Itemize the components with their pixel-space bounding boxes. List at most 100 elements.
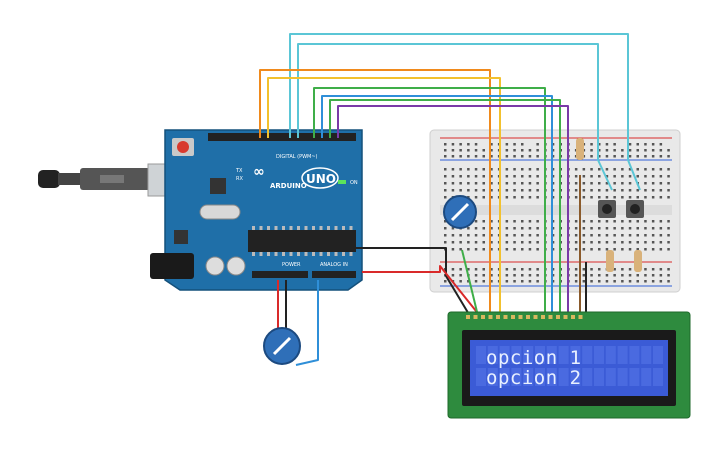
chip-pin: [297, 226, 300, 230]
resistors: [576, 138, 642, 272]
hole: [451, 168, 455, 171]
usb-cable-body: [58, 173, 82, 185]
hole: [574, 196, 578, 199]
hole: [467, 149, 470, 152]
hole: [551, 155, 555, 158]
hole: [521, 182, 524, 185]
hole: [474, 234, 478, 237]
lcd-cell: [487, 368, 498, 386]
hole: [651, 175, 655, 178]
hole: [659, 234, 663, 237]
hole: [590, 155, 593, 158]
push-button-1[interactable]: [598, 200, 616, 218]
hole: [574, 248, 578, 251]
lcd-cell: [535, 368, 545, 386]
hole: [482, 248, 485, 251]
hole: [551, 220, 555, 223]
lcd-cell: [535, 346, 545, 364]
hole: [667, 227, 670, 230]
hole: [613, 227, 616, 230]
hole: [644, 189, 647, 192]
hole: [667, 241, 670, 244]
hole: [667, 220, 670, 223]
hole: [574, 241, 578, 244]
hole: [590, 196, 593, 199]
hole: [459, 248, 462, 251]
chip-pin: [252, 226, 255, 230]
lcd-cell: [523, 368, 534, 386]
hole: [574, 234, 578, 237]
lcd-cell: [499, 368, 510, 386]
hole: [521, 234, 524, 237]
hole: [467, 189, 470, 192]
hole: [474, 268, 478, 271]
hole: [490, 143, 493, 146]
button-2-cap[interactable]: [630, 204, 640, 214]
lcd-pin: [563, 315, 568, 319]
hole: [644, 268, 647, 271]
chip-pin: [349, 252, 353, 256]
chip-pin: [334, 226, 338, 230]
hole: [574, 268, 578, 271]
hole: [482, 196, 485, 199]
hole: [459, 234, 462, 237]
hole: [574, 168, 578, 171]
lcd-pin: [466, 315, 470, 319]
lcd-cell: [511, 368, 522, 386]
hole: [621, 196, 624, 199]
hole: [521, 241, 524, 244]
chip-pin: [274, 252, 278, 256]
chip-pin: [259, 252, 263, 256]
hole: [451, 268, 455, 271]
wire-cyan-1: [289, 33, 641, 191]
wire-green-2: [329, 99, 561, 316]
hole: [474, 155, 478, 158]
hole: [482, 149, 485, 152]
hole: [467, 182, 470, 185]
hole: [598, 182, 601, 185]
hole: [551, 182, 555, 185]
hole: [528, 241, 532, 244]
button-1-cap[interactable]: [602, 204, 612, 214]
hole: [505, 227, 509, 230]
external-potentiometer[interactable]: [263, 327, 301, 365]
hole: [636, 280, 639, 283]
breadboard-potentiometer[interactable]: [443, 195, 477, 229]
lcd-cell: [594, 346, 604, 364]
hole: [536, 168, 539, 171]
hole: [605, 189, 609, 192]
hole: [490, 241, 493, 244]
chip-pin: [342, 226, 345, 230]
lcd-cell: [582, 346, 593, 364]
hole: [459, 268, 462, 271]
hole: [467, 280, 470, 283]
hole: [490, 234, 493, 237]
hole: [451, 241, 455, 244]
hole: [605, 182, 609, 185]
hole: [598, 155, 601, 158]
hole: [444, 182, 447, 185]
hole: [605, 175, 609, 178]
hole: [628, 168, 632, 171]
hole: [482, 220, 485, 223]
hole: [590, 234, 593, 237]
push-button-2[interactable]: [626, 200, 644, 218]
atmega-pins: [252, 226, 353, 256]
hole: [482, 175, 485, 178]
pot-knob-indicator[interactable]: [450, 202, 470, 222]
hole: [528, 248, 532, 251]
hole: [536, 268, 539, 271]
lcd-cell: [476, 368, 486, 386]
ext-pot-knob-indicator[interactable]: [272, 336, 292, 356]
hole: [505, 175, 509, 178]
hole: [459, 182, 462, 185]
hole: [605, 143, 609, 146]
lcd-cell: [558, 368, 569, 386]
hole: [513, 143, 516, 146]
lcd-cell: [582, 368, 593, 386]
reset-button-cap[interactable]: [177, 141, 189, 153]
hole: [459, 168, 462, 171]
hole: [482, 227, 485, 230]
lcd-cell: [487, 346, 498, 364]
usb-logo-plate: [100, 175, 124, 183]
